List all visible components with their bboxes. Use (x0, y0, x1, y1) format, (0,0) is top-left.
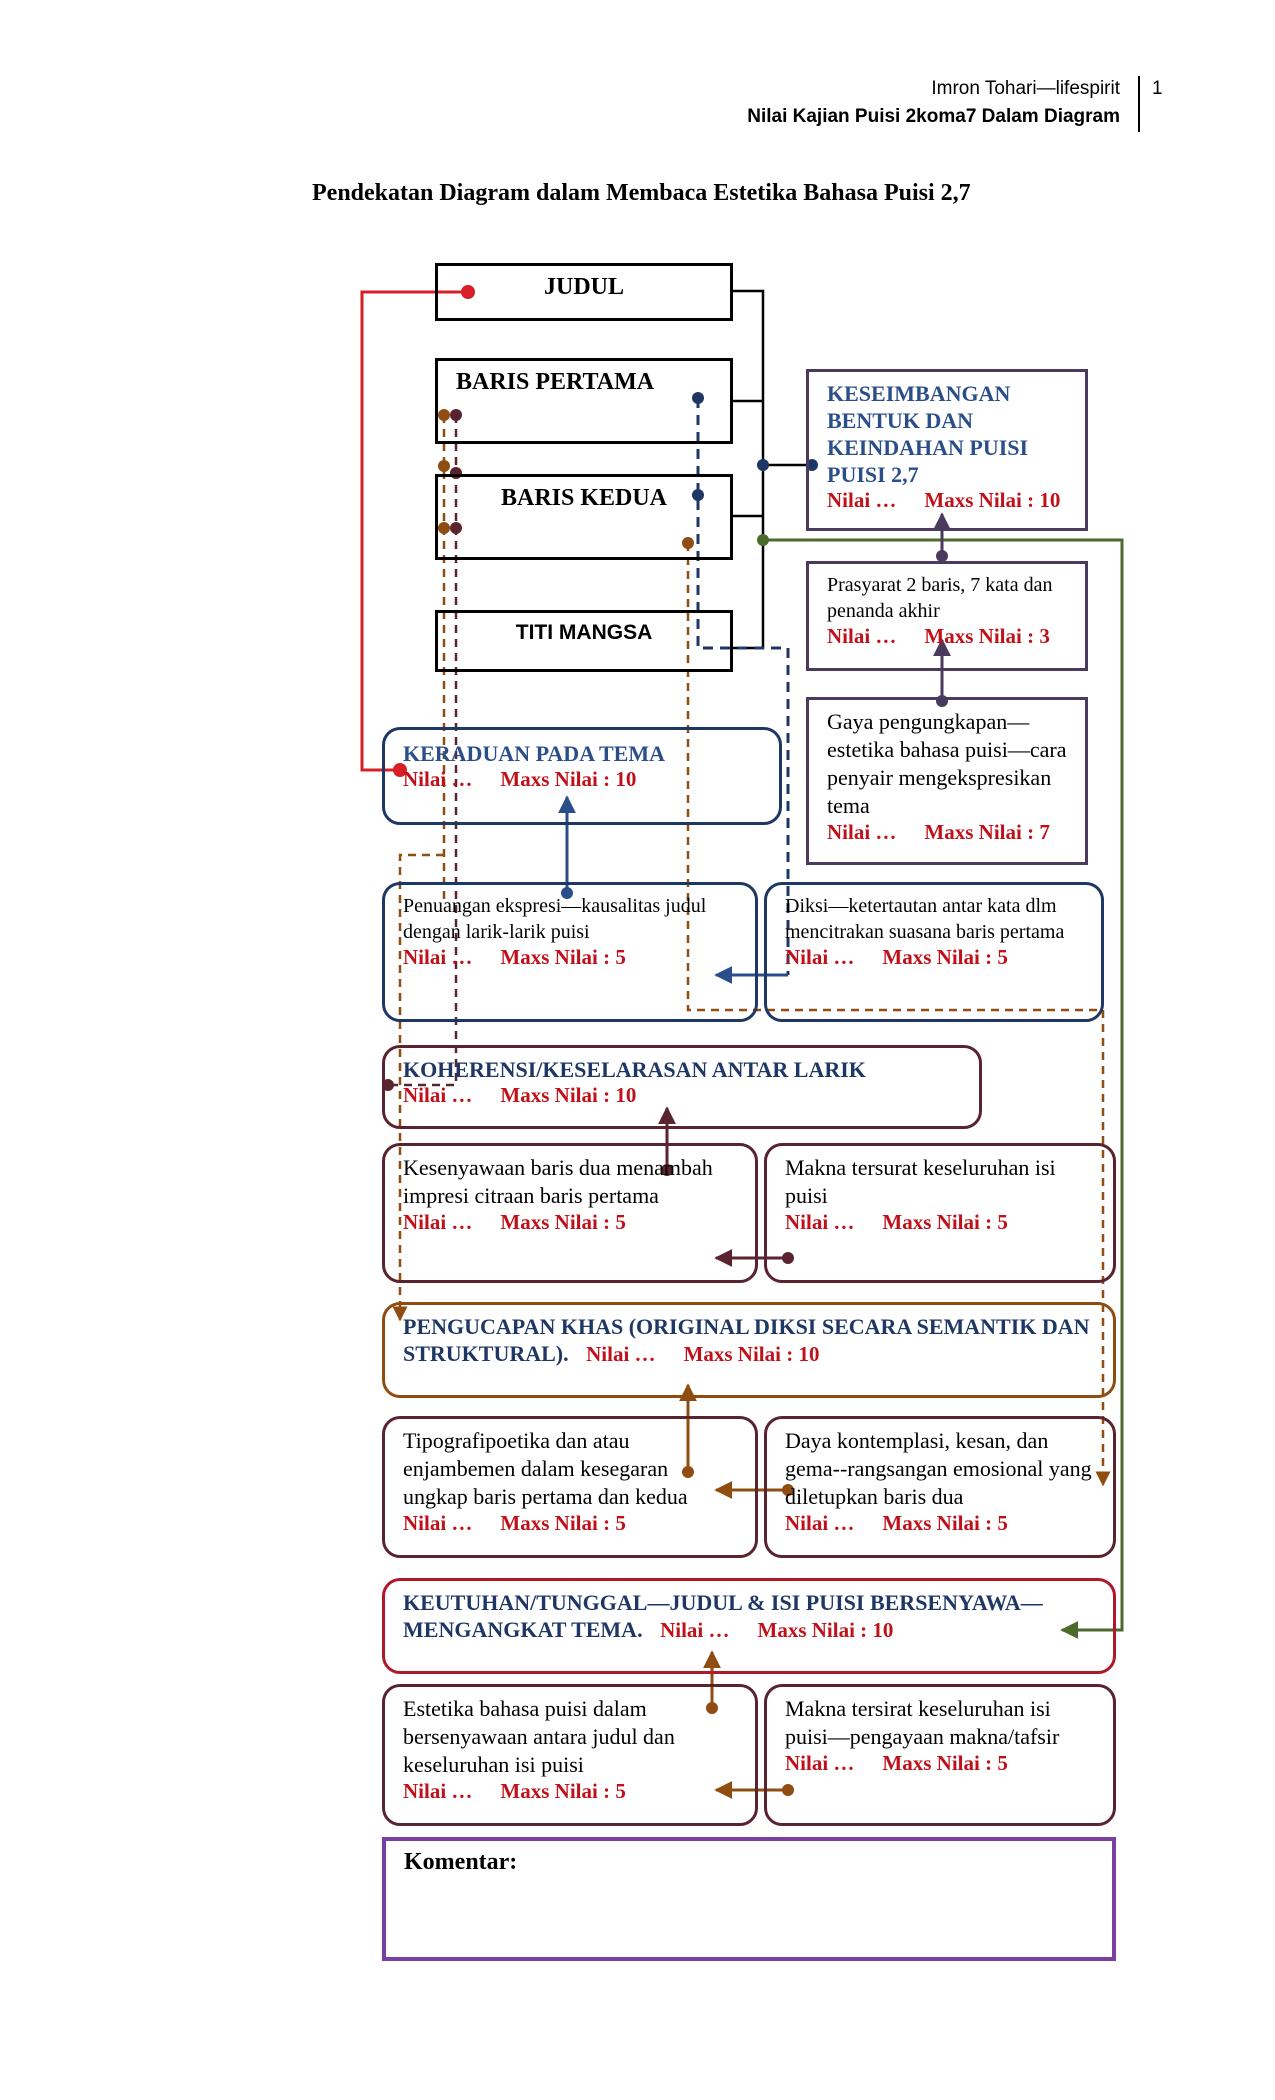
keraduan-box: KERADUAN PADA TEMA Nilai … Maxs Nilai : 1… (382, 727, 782, 825)
page-title: Pendekatan Diagram dalam Membaca Estetik… (312, 180, 971, 206)
header-divider (1138, 76, 1140, 132)
keutuhan-nilai: Nilai … (660, 1618, 730, 1642)
tipografi-box: Tipografipoetika dan atau enjambemen dal… (382, 1416, 758, 1558)
keseimbangan-nilai: Nilai … (827, 488, 897, 512)
keraduan-max: Maxs Nilai : 10 (500, 767, 637, 791)
header-doc-name: Nilai Kajian Puisi 2koma7 Dalam Diagram (747, 106, 1120, 127)
keutuhan-max: Maxs Nilai : 10 (757, 1618, 894, 1642)
makna-tersirat-text: Makna tersirat keseluruhan isi puisi—pen… (785, 1696, 1060, 1749)
diksi-nilai: Nilai … (785, 945, 855, 969)
diksi-link (696, 398, 790, 975)
kesenyawaan-max: Maxs Nilai : 5 (500, 1210, 626, 1234)
keutuhan-title: KEUTUHAN/TUNGGAL—JUDUL & ISI PUISI BERSE… (403, 1590, 1043, 1642)
estetika-text: Estetika bahasa puisi dalam bersenyawaan… (403, 1696, 675, 1777)
diksi-box: Diksi—ketertautan antar kata dlm mencitr… (764, 882, 1104, 1022)
daya-box: Daya kontemplasi, kesan, dan gema--rangs… (764, 1416, 1116, 1558)
pengucapan-title: PENGUCAPAN KHAS (ORIGINAL DIKSI SECARA S… (403, 1314, 1090, 1366)
daya-nilai: Nilai … (785, 1511, 855, 1535)
baris-kedua-label: BARIS KEDUA (500, 485, 668, 511)
komentar-label: Komentar: (404, 1849, 518, 1875)
prasyarat-nilai: Nilai … (827, 624, 897, 648)
titi-mangsa-label: TITI MANGSA (515, 621, 653, 644)
keseimbangan-max: Maxs Nilai : 10 (924, 488, 1061, 512)
keraduan-nilai: Nilai … (403, 767, 473, 791)
header-author: Imron Tohari—lifespirit (931, 78, 1120, 99)
koherensi-max: Maxs Nilai : 10 (500, 1083, 637, 1107)
daya-max: Maxs Nilai : 5 (882, 1511, 1008, 1535)
makna-tersirat-nilai: Nilai … (785, 1751, 855, 1775)
keseimbangan-title: KESEIMBANGAN BENTUK DAN KEINDAHAN PUISI … (827, 381, 1029, 487)
komentar-box[interactable]: Komentar: (382, 1837, 1116, 1961)
makna-tersurat-box: Makna tersurat keseluruhan isi puisi Nil… (764, 1143, 1116, 1283)
pengucapan-nilai: Nilai … (586, 1342, 656, 1366)
tipografi-max: Maxs Nilai : 5 (500, 1511, 626, 1535)
judul-box: JUDUL (435, 263, 733, 321)
daya-text: Daya kontemplasi, kesan, dan gema--rangs… (785, 1428, 1092, 1509)
page-number: 1 (1152, 78, 1163, 99)
prasyarat-max: Maxs Nilai : 3 (924, 624, 1050, 648)
penuangan-max: Maxs Nilai : 5 (500, 945, 626, 969)
koherensi-title: KOHERENSI/KESELARASAN ANTAR LARIK (403, 1057, 866, 1082)
makna-tersirat-max: Maxs Nilai : 5 (882, 1751, 1008, 1775)
penuangan-text: Penuangan ekspresi—kausalitas judul deng… (403, 895, 707, 943)
gaya-max: Maxs Nilai : 7 (924, 820, 1050, 844)
kesenyawaan-text: Kesenyawaan baris dua menambah impresi c… (403, 1155, 713, 1208)
prasyarat-box: Prasyarat 2 baris, 7 kata dan penanda ak… (806, 561, 1088, 671)
tipografi-text: Tipografipoetika dan atau enjambemen dal… (403, 1428, 688, 1509)
judul-label: JUDUL (543, 274, 624, 300)
structure-bracket (731, 289, 812, 650)
baris-pertama-box: BARIS PERTAMA (435, 358, 733, 444)
gaya-box: Gaya pengungkapan—estetika bahasa puisi—… (806, 697, 1088, 865)
pengucapan-max: Maxs Nilai : 10 (683, 1342, 820, 1366)
penuangan-box: Penuangan ekspresi—kausalitas judul deng… (382, 882, 758, 1022)
kesenyawaan-nilai: Nilai … (403, 1210, 473, 1234)
makna-tersurat-nilai: Nilai … (785, 1210, 855, 1234)
estetika-nilai: Nilai … (403, 1779, 473, 1803)
keseimbangan-box: KESEIMBANGAN BENTUK DAN KEINDAHAN PUISI … (806, 369, 1088, 531)
estetika-box: Estetika bahasa puisi dalam bersenyawaan… (382, 1684, 758, 1826)
keraduan-title: KERADUAN PADA TEMA (403, 741, 665, 766)
gaya-nilai: Nilai … (827, 820, 897, 844)
penuangan-nilai: Nilai … (403, 945, 473, 969)
titi-mangsa-box: TITI MANGSA (435, 610, 733, 672)
makna-tersirat-box: Makna tersirat keseluruhan isi puisi—pen… (764, 1684, 1116, 1826)
gaya-text: Gaya pengungkapan—estetika bahasa puisi—… (827, 709, 1067, 818)
baris-pertama-label: BARIS PERTAMA (456, 369, 655, 395)
tipografi-nilai: Nilai … (403, 1511, 473, 1535)
baris-kedua-box: BARIS KEDUA (435, 474, 733, 560)
koherensi-box: KOHERENSI/KESELARASAN ANTAR LARIK Nilai … (382, 1045, 982, 1129)
keutuhan-box: KEUTUHAN/TUNGGAL—JUDUL & ISI PUISI BERSE… (382, 1578, 1116, 1674)
estetika-max: Maxs Nilai : 5 (500, 1779, 626, 1803)
diksi-text: Diksi—ketertautan antar kata dlm mencitr… (785, 895, 1065, 943)
diksi-max: Maxs Nilai : 5 (882, 945, 1008, 969)
judul-link (360, 290, 468, 772)
prasyarat-text: Prasyarat 2 baris, 7 kata dan penanda ak… (827, 574, 1053, 622)
pengucapan-box: PENGUCAPAN KHAS (ORIGINAL DIKSI SECARA S… (382, 1302, 1116, 1398)
koherensi-nilai: Nilai … (403, 1083, 473, 1107)
kesenyawaan-box: Kesenyawaan baris dua menambah impresi c… (382, 1143, 758, 1283)
makna-tersurat-text: Makna tersurat keseluruhan isi puisi (785, 1155, 1056, 1208)
makna-tersurat-max: Maxs Nilai : 5 (882, 1210, 1008, 1234)
